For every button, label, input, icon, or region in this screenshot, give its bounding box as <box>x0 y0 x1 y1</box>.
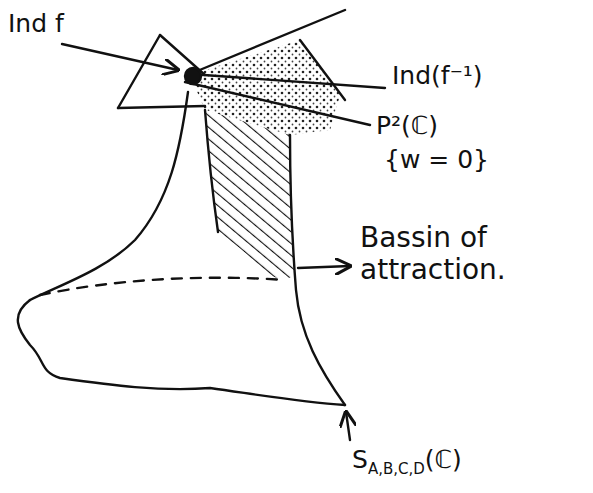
basin-edge <box>205 110 218 232</box>
sketch-label: {w = 0} <box>384 146 489 175</box>
surface-right-edge <box>290 135 345 405</box>
basin-hatch <box>205 110 295 279</box>
leader-arrow <box>346 412 350 440</box>
sketch-label: Bassin of attraction. <box>360 222 575 286</box>
ind-f-point <box>185 68 201 84</box>
leader-arrow <box>62 44 178 70</box>
surface-left-edge <box>30 92 188 300</box>
surface-bottom-edge <box>18 300 345 405</box>
plane-right-edge <box>300 40 345 100</box>
upper-line <box>190 10 345 74</box>
plane-line <box>185 82 370 125</box>
sketch-label: P²(ℂ) <box>376 112 438 141</box>
leader-arrow <box>298 266 350 268</box>
triangle-bottom-edge <box>118 106 205 108</box>
surface-dashed-curve <box>40 278 285 295</box>
triangle-left-edge <box>118 35 160 108</box>
sketch-label: Ind f <box>8 10 64 39</box>
sketch-label: Ind(f⁻¹) <box>392 62 483 91</box>
ind-f-inverse-line <box>190 74 385 88</box>
sketch-label: SA,B,C,D(ℂ) <box>352 446 462 478</box>
